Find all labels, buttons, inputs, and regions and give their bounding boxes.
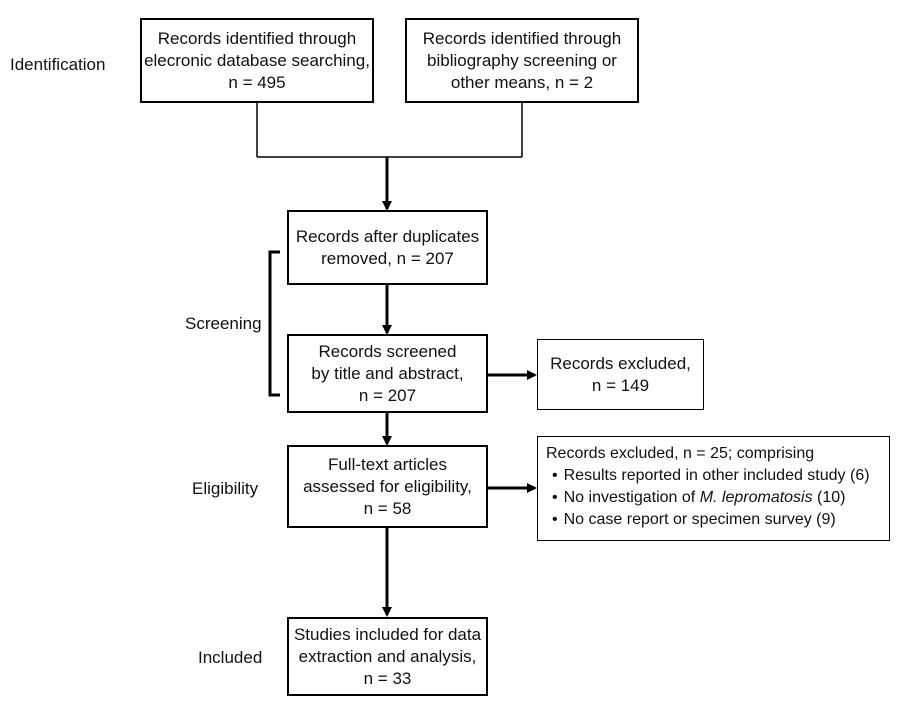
fulltext-assessed-box: Full-text articles assessed for eligibil… [287,445,488,528]
stage-label-identification: Identification [10,55,106,74]
excluded-screening-box: Records excluded, n = 149 [537,339,704,410]
fulltext-assessed-line-2: assessed for eligibility, [303,476,472,496]
exclusion-reason-other-study: Results reported in other included study… [546,465,881,487]
excluded-screening-line-1: Records excluded, [550,353,691,373]
database-records-line-1: Records identified through [157,28,357,48]
excluded-fulltext-heading: Records excluded, n = 25; comprising [546,445,815,462]
stage-label-screening: Screening [185,314,262,333]
database-records-line-3: n = 495 [228,72,286,92]
included-studies-line-3: n = 33 [363,668,412,688]
exclusion-reason-no-case-report: No case report or specimen survey (9) [546,509,881,531]
excluded-screening-line-2: n = 149 [591,375,650,395]
after-duplicates-line-2: removed, n = 207 [321,248,454,268]
stage-label-eligibility: Eligibility [192,479,259,498]
bibliography-records-box: Records identified through bibliography … [405,18,639,103]
included-studies-line-2: extraction and analysis, [298,646,477,666]
database-records-line-2: elecronic database searching, [144,50,370,70]
screened-records-line-1: Records screened [318,341,457,361]
screened-records-box: Records screened by title and abstract, … [287,334,488,413]
screened-records-line-3: n = 207 [358,385,417,405]
bibliography-records-line-2: bibliography screening or [427,50,617,70]
fulltext-assessed-line-3: n = 58 [363,498,412,518]
after-duplicates-line-1: Records after duplicates [295,226,480,246]
bibliography-records-line-3: other means, n = 2 [450,72,594,92]
screening-bracket [268,250,280,397]
bibliography-records-line-1: Records identified through [422,28,622,48]
included-studies-box: Studies included for data extraction and… [287,617,488,696]
excluded-fulltext-reasons: Results reported in other included study… [546,465,881,531]
fulltext-assessed-line-1: Full-text articles [327,454,447,474]
species-name: M. lepromatosis [699,489,813,506]
database-records-box: Records identified through elecronic dat… [140,18,374,103]
after-duplicates-box: Records after duplicates removed, n = 20… [287,210,488,285]
screened-records-line-2: by title and abstract, [311,363,464,383]
excluded-fulltext-box: Records excluded, n = 25; comprising Res… [537,436,890,541]
included-studies-line-1: Studies included for data [293,624,482,644]
exclusion-reason-no-investigation: No investigation of M. lepromatosis (10) [546,487,881,509]
stage-label-included: Included [198,648,263,667]
